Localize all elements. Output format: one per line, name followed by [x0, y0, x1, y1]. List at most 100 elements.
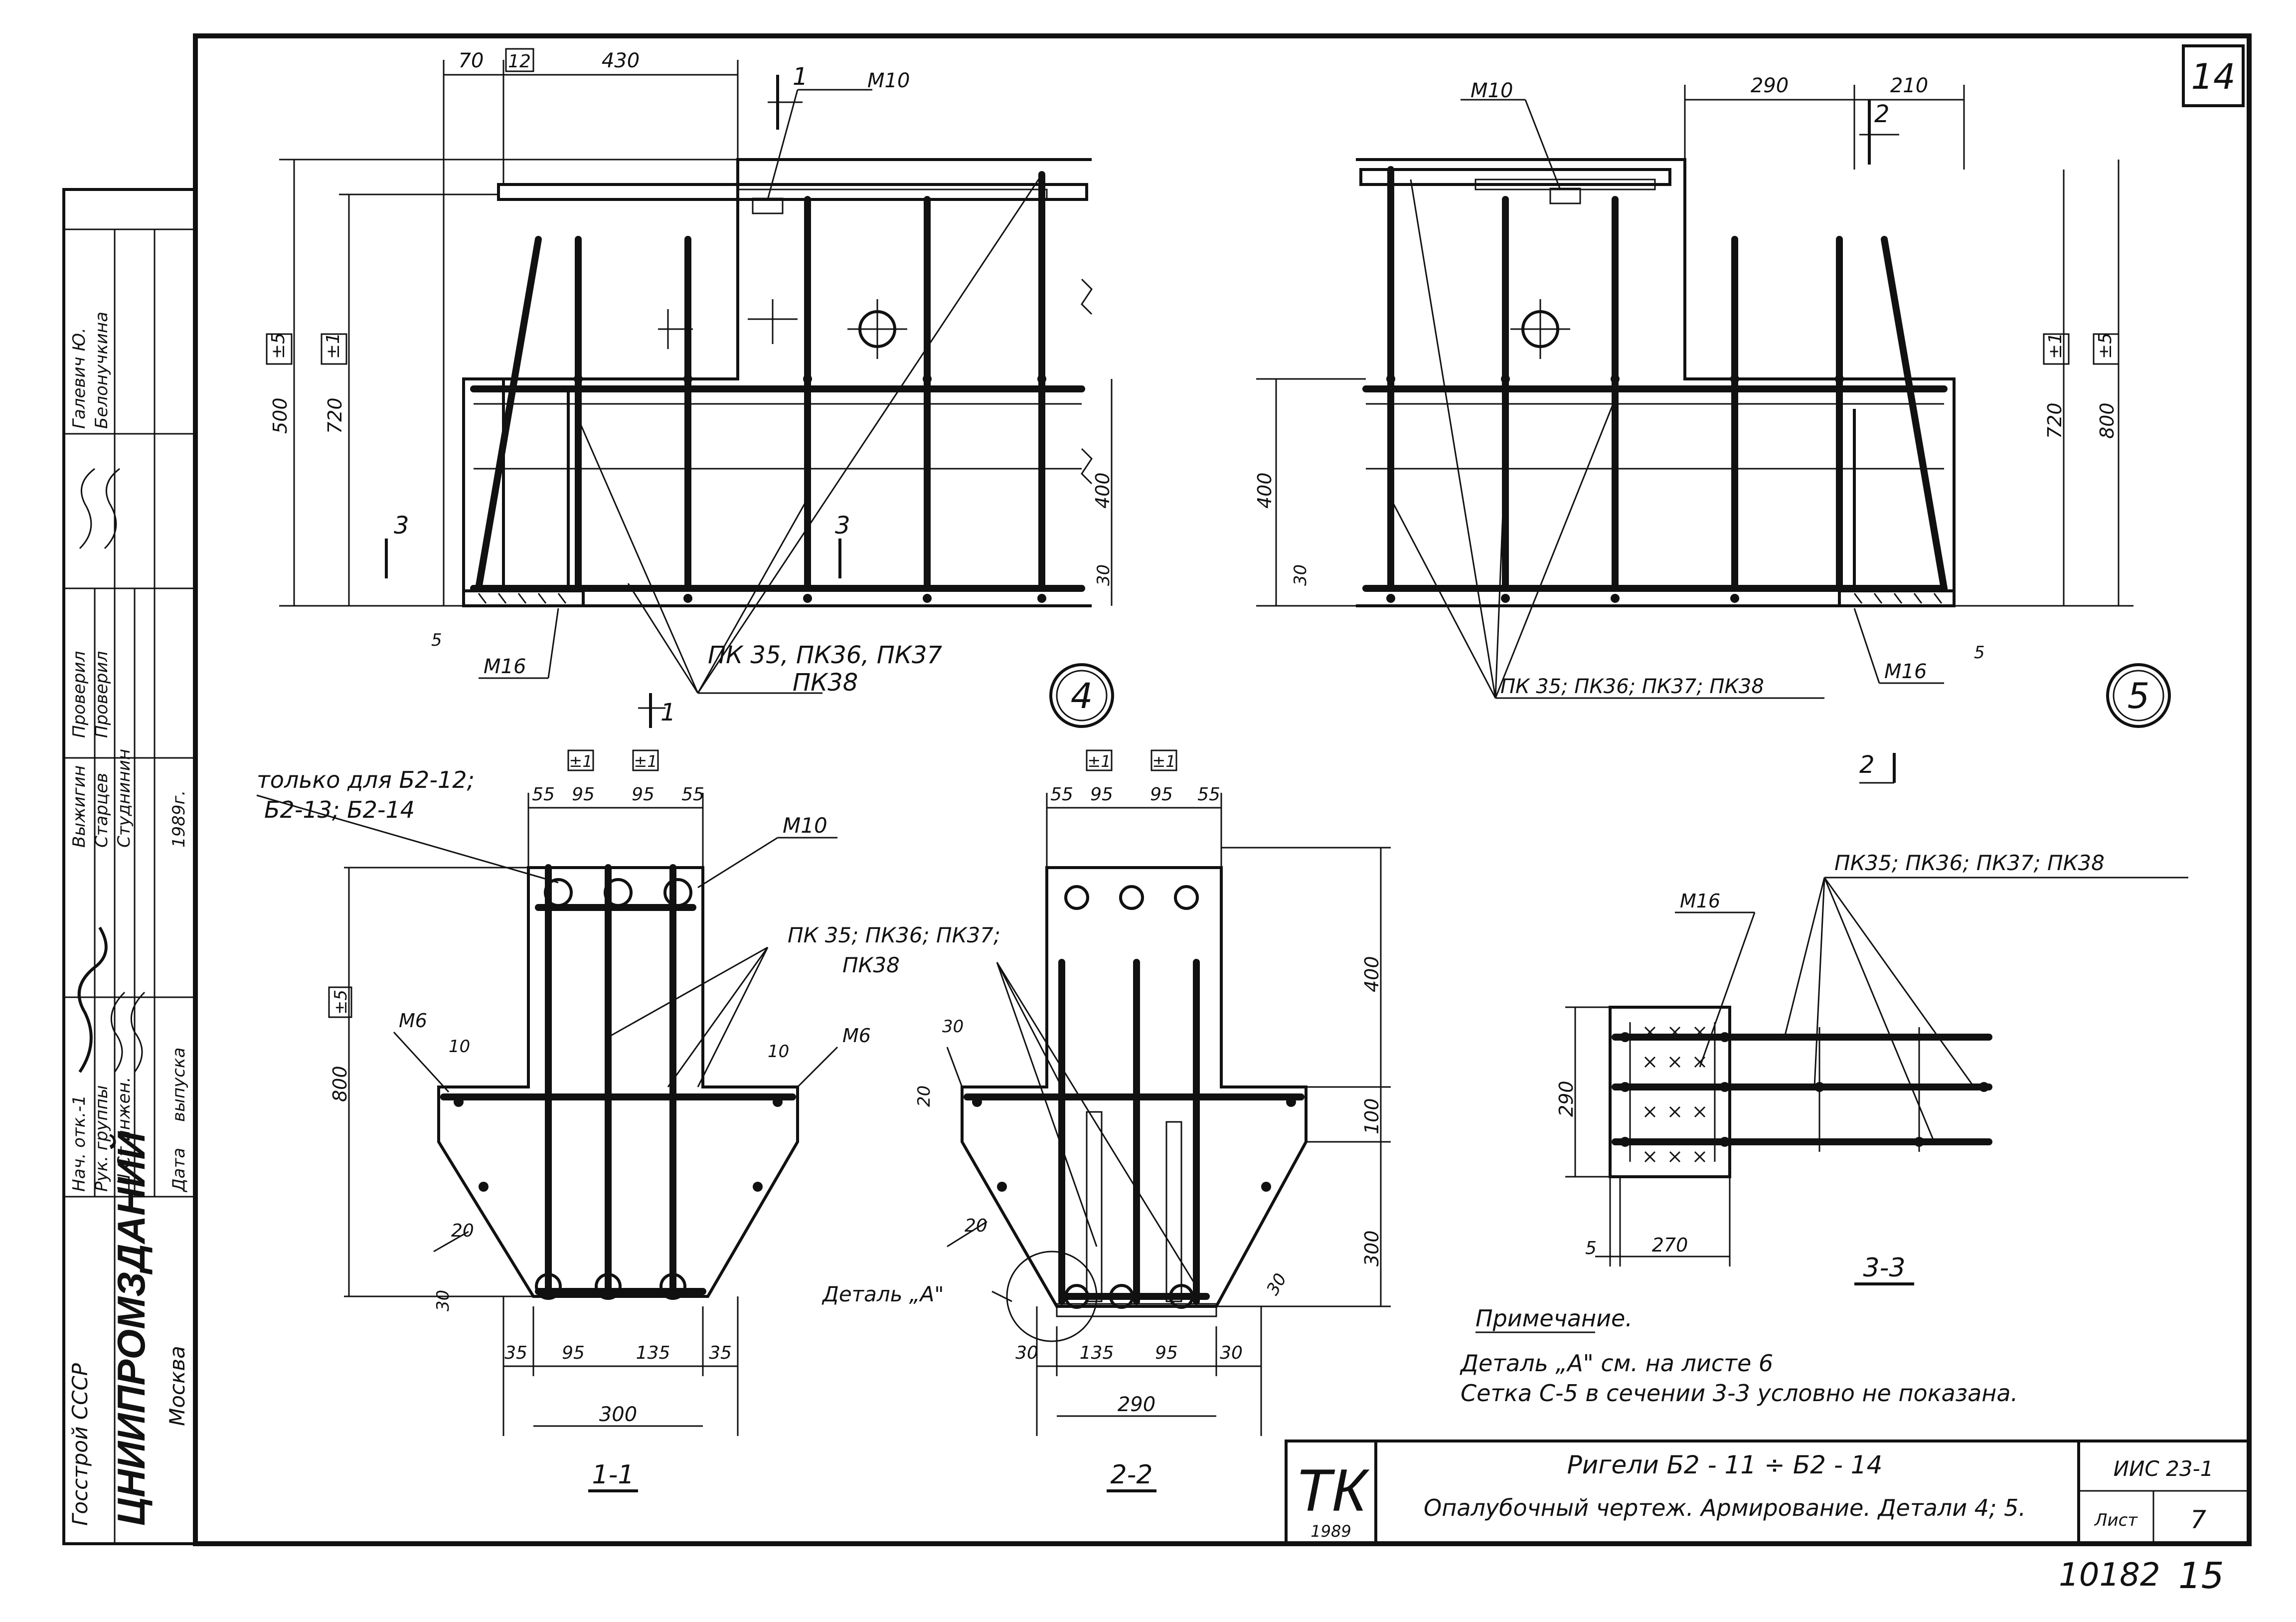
- d5-badge: [2106, 663, 2171, 728]
- s11-bot-135: 135: [636, 1343, 670, 1363]
- section-2-2: 55 95 95 55 ±1 ±1 400 100 300 30 30 20 2…: [821, 749, 1391, 1492]
- d4-badge-label: 4: [1071, 676, 1093, 717]
- d5-dim-210: 210: [1890, 74, 1928, 97]
- section-1-1: 55 95 95 55 ±1 ±1 только для Б2-12; Б2-1…: [256, 749, 1000, 1492]
- s33-dim-270: 270: [1652, 1234, 1688, 1256]
- d5-tol-1: ±1: [2045, 333, 2066, 359]
- d4-pk-line2: ПК38: [793, 669, 858, 697]
- s33-m16: М16: [1680, 890, 1720, 912]
- stamp-role-3: Ш.Ст.инжен.: [114, 1077, 134, 1192]
- d4-cut-3-left: 3: [394, 512, 409, 540]
- section-3-3: ПК35; ПК36; ПК37; ПК38 М16 290 5 270 3-3: [1555, 851, 2188, 1285]
- s22-bot-95: 95: [1155, 1343, 1178, 1363]
- s22-width-290: 290: [1118, 1393, 1155, 1416]
- d4-m10-label: М10: [867, 69, 910, 92]
- d4-tol-1: ±1: [323, 333, 343, 359]
- s11-top-95b: 95: [632, 784, 655, 805]
- tb-sheet-label: Лист: [2094, 1510, 2138, 1530]
- d4-badge: [1049, 663, 1114, 728]
- s22-top-55b: 55: [1197, 784, 1220, 805]
- s33-title: 3-3: [1863, 1253, 1906, 1283]
- stamp-date-label: Дата: [169, 1148, 189, 1193]
- d4-tol-5: ±5: [268, 333, 289, 359]
- d5-dim-720: 720: [2044, 402, 2066, 439]
- detail-4: 70 12 430 ±5 ±1 500 720 400 30 5 1 3 3 1…: [266, 48, 1114, 728]
- d4-dim-30: 30: [1094, 564, 1114, 586]
- s11-d10-left: 10: [449, 1037, 470, 1057]
- s33-dim-290: 290: [1555, 1081, 1577, 1117]
- catalog-number: 10182: [2059, 1557, 2160, 1594]
- d5-dim-30: 30: [1291, 564, 1311, 586]
- s11-note-only: только для Б2-12;: [257, 766, 475, 793]
- d4-cut-3-right: 3: [835, 512, 850, 540]
- s22-tol-a: ±1: [1087, 752, 1111, 771]
- stamp-checked-2: Проверил: [92, 651, 112, 738]
- tb-sheet-value: 7: [2190, 1505, 2206, 1534]
- d4-cut-1-top: 1: [793, 63, 808, 91]
- title-block: ТК 1989 Ригели Б2 - 11 ÷ Б2 - 14 Опалубо…: [1285, 1440, 2250, 1545]
- d4-cut-1-bottom: 1: [660, 699, 676, 726]
- stamp-role-2: Рук. группы: [92, 1085, 112, 1192]
- d4-dim-500: 500: [269, 397, 291, 434]
- side-stamp: Госстрой СССР ЦНИИПРОМЗДАНИЙ Москва Нач.…: [62, 188, 197, 1545]
- tb-title1: Ригели Б2 - 11 ÷ Б2 - 14: [1567, 1450, 1883, 1479]
- d5-tol-5: ±5: [2095, 333, 2116, 359]
- s22-dim-30b: 30: [1263, 1270, 1291, 1298]
- s11-top-55a: 55: [532, 784, 555, 805]
- stamp-name-right-1: Галевич Ю.: [69, 328, 89, 429]
- page-number: 15: [2178, 1555, 2224, 1597]
- s22-tol-b: ±1: [1152, 752, 1175, 771]
- signature-5: [104, 468, 120, 549]
- s22-detail-a: Деталь „А": [821, 1282, 944, 1306]
- d5-m16-label: М16: [1884, 660, 1927, 683]
- s11-width-300: 300: [599, 1403, 637, 1426]
- s22-bot-30a: 30: [1015, 1343, 1038, 1363]
- d4-dim-430: 430: [602, 49, 640, 72]
- note-title: Примечание.: [1476, 1305, 1633, 1332]
- note-line1: Деталь „А" см. на листе 6: [1460, 1350, 1773, 1377]
- s11-dim-20: 20: [451, 1221, 474, 1241]
- d4-dim-70: 70: [459, 49, 484, 72]
- stamp-name-3: Студнинин: [114, 749, 134, 848]
- d4-dim-5: 5: [431, 630, 442, 650]
- tb-year: 1989: [1311, 1522, 1351, 1541]
- s22-dim-30: 30: [942, 1017, 964, 1037]
- signature-3: [130, 991, 146, 1073]
- d4-pk-line1: ПК 35, ПК36, ПК37: [708, 641, 943, 669]
- sheet-number-top: 14: [2191, 56, 2235, 97]
- s11-m10: М10: [783, 813, 827, 838]
- s11-tol-a: ±1: [569, 752, 592, 771]
- detail-5: 290 210 ±1 ±5 720 800 400 30 5 2 2 М10 М…: [1254, 74, 2171, 784]
- s11-d10-right: 10: [768, 1042, 789, 1062]
- s11-tol5: ±5: [331, 990, 351, 1015]
- stamp-name-right-2: Белонучкина: [92, 312, 112, 429]
- s11-m6-right: М6: [842, 1025, 871, 1047]
- tb-series: ИИС 23-1: [2114, 1456, 2214, 1481]
- signature-4: [79, 468, 95, 549]
- s11-pk-line2: ПК38: [842, 953, 900, 977]
- tb-title2: Опалубочный чертеж. Армирование. Детали …: [1424, 1494, 2026, 1521]
- d5-dim-5: 5: [1974, 643, 1985, 663]
- d5-pk-line: ПК 35; ПК36; ПК37; ПК38: [1500, 675, 1764, 698]
- s11-tol-b: ±1: [634, 752, 657, 771]
- s22-title: 2-2: [1111, 1460, 1153, 1490]
- stamp-date-value: выпуска: [169, 1048, 189, 1122]
- s11-bot-95: 95: [562, 1343, 585, 1363]
- s11-m6-left: М6: [399, 1010, 427, 1032]
- stamp-org-name: ЦНИИПРОМЗДАНИЙ: [109, 1131, 153, 1526]
- d5-dim-400: 400: [1254, 472, 1276, 509]
- s22-top-95a: 95: [1090, 784, 1113, 805]
- s11-dim-30: 30: [433, 1290, 453, 1311]
- stamp-name-1: Выжигин: [69, 765, 89, 848]
- stamp-role-1: Нач. отк.-1: [69, 1095, 89, 1192]
- s22-bot-135: 135: [1080, 1343, 1114, 1363]
- d5-dim-800: 800: [2096, 402, 2118, 439]
- d5-cut-2-top: 2: [1874, 100, 1890, 128]
- signature-1: [77, 926, 108, 1073]
- s22-dim-400: 400: [1361, 956, 1383, 992]
- s33-pk-line: ПК35; ПК36; ПК37; ПК38: [1834, 851, 2105, 875]
- d5-badge-label: 5: [2128, 676, 2150, 717]
- d4-dim-12: 12: [508, 51, 531, 72]
- s11-bot-35a: 35: [504, 1343, 527, 1363]
